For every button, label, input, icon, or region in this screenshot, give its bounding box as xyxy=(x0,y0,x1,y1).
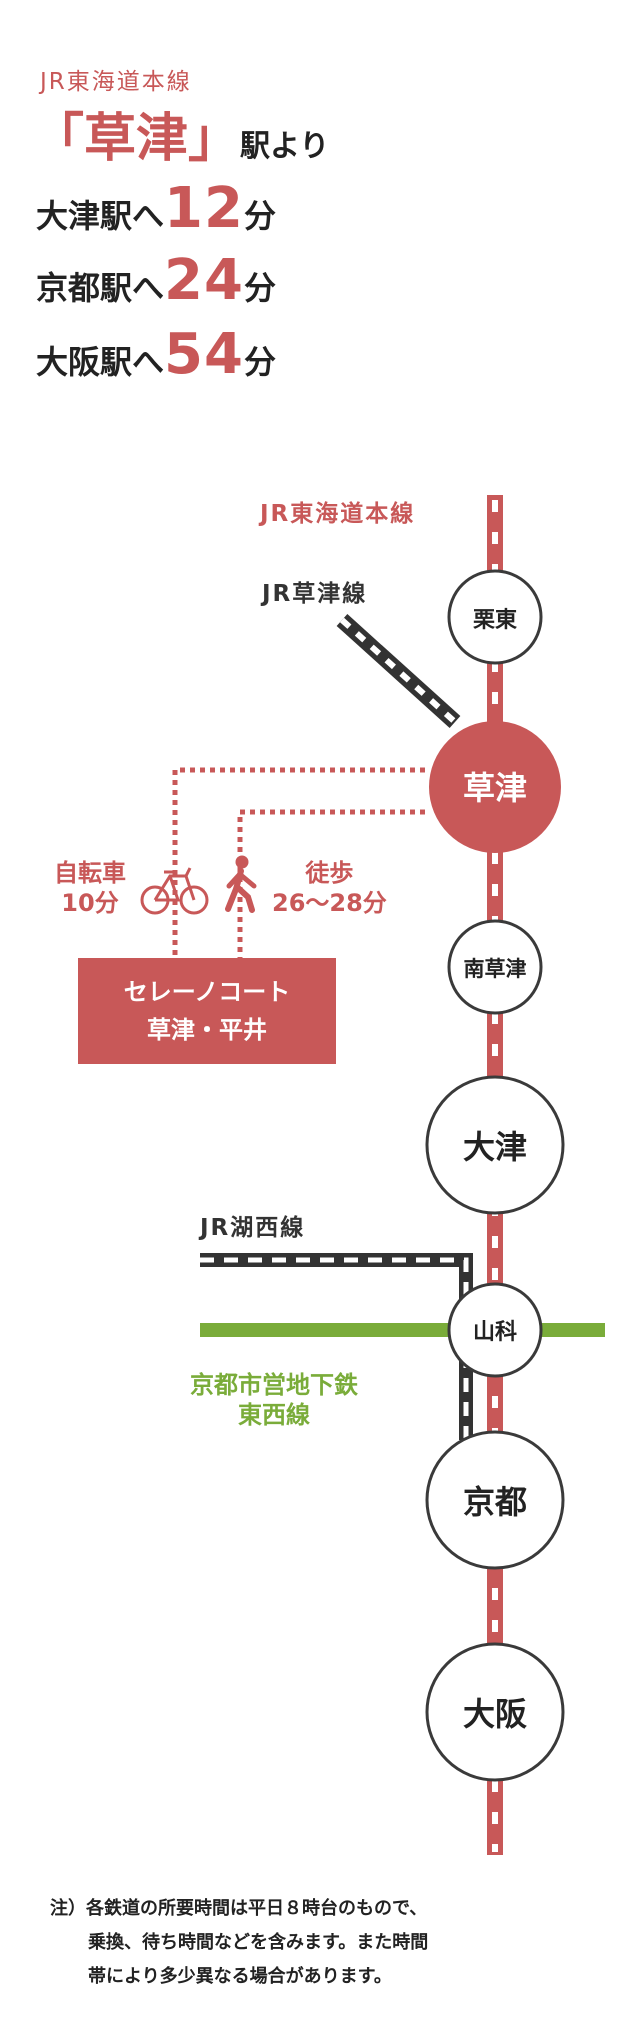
time-dest: 大阪駅へ xyxy=(36,343,165,381)
kosei-line xyxy=(200,1253,473,1440)
bike-time: 10分 xyxy=(61,889,119,917)
footnote-line: 注）各鉄道の所要時間は平日８時台のもので、 xyxy=(50,1898,428,1919)
bicycle-icon xyxy=(140,867,209,915)
time-minutes: 54 xyxy=(164,322,244,387)
kusatsu-line xyxy=(336,614,461,728)
time-row-kyoto: 京都駅へ24分 xyxy=(36,248,276,313)
time-minutes: 12 xyxy=(164,176,244,241)
walk-time: 26〜28分 xyxy=(272,889,387,917)
walking-person-icon xyxy=(225,855,257,913)
route-name: JR東海道本線 xyxy=(40,69,192,95)
footnote: 注）各鉄道の所要時間は平日８時台のもので、 乗換、待ち時間などを含みます。また時… xyxy=(50,1892,428,1994)
bike-route xyxy=(172,767,425,960)
kosei-line-label: JR湖西線 xyxy=(200,1215,306,1241)
origin-suffix: 駅より xyxy=(240,129,330,164)
bike-label: 自転車 xyxy=(54,859,126,887)
time-row-otsu: 大津駅へ12分 xyxy=(36,176,276,241)
property-name: セレーノコート xyxy=(123,978,291,1006)
origin-station: 「草津」駅より xyxy=(32,96,329,171)
station-yamashina: 山科 xyxy=(447,1282,543,1378)
station-label: 京都 xyxy=(463,1483,527,1521)
station-label: 大阪 xyxy=(463,1695,527,1733)
time-minutes: 24 xyxy=(164,248,244,313)
station-rittō: 栗東 xyxy=(447,569,543,665)
time-dest: 大津駅へ xyxy=(36,197,165,235)
station-kyoto: 京都 xyxy=(425,1430,565,1570)
origin-station-name: 「草津」 xyxy=(32,109,241,169)
property-location: 草津・平井 xyxy=(147,1016,267,1044)
time-row-osaka: 大阪駅へ54分 xyxy=(36,322,276,387)
station-otsu: 大津 xyxy=(425,1075,565,1215)
property-box: セレーノコート 草津・平井 xyxy=(78,958,336,1064)
footnote-line: 乗換、待ち時間などを含みます。また時間 xyxy=(88,1932,429,1953)
time-unit: 分 xyxy=(243,269,276,307)
footnote-line: 帯により多少異なる場合があります。 xyxy=(88,1966,392,1987)
walk-route xyxy=(237,809,425,960)
station-minami-kusatsu: 南草津 xyxy=(447,919,543,1015)
tozai-line-label: 京都市営地下鉄 東西線 xyxy=(190,1370,358,1430)
time-unit: 分 xyxy=(243,343,276,381)
walk-label: 徒歩 xyxy=(305,859,354,887)
tozai-line-label-1: 京都市営地下鉄 xyxy=(190,1371,358,1399)
kusatsu-line-label: JR草津線 xyxy=(262,581,368,607)
station-osaka: 大阪 xyxy=(425,1642,565,1782)
station-label: 南草津 xyxy=(464,957,527,981)
station-label: 山科 xyxy=(473,1320,517,1345)
walk-info: 徒歩 26〜28分 xyxy=(272,858,387,918)
station-label: 草津 xyxy=(463,769,527,807)
station-label: 大津 xyxy=(463,1128,527,1166)
tokaido-line-label: JR東海道本線 xyxy=(260,501,416,527)
time-dest: 京都駅へ xyxy=(36,269,165,307)
tozai-line-label-2: 東西線 xyxy=(238,1401,310,1429)
time-unit: 分 xyxy=(243,197,276,235)
bike-info: 自転車 10分 xyxy=(54,858,126,918)
station-label: 栗東 xyxy=(473,608,517,633)
station-kusatsu: 草津 xyxy=(429,721,561,853)
